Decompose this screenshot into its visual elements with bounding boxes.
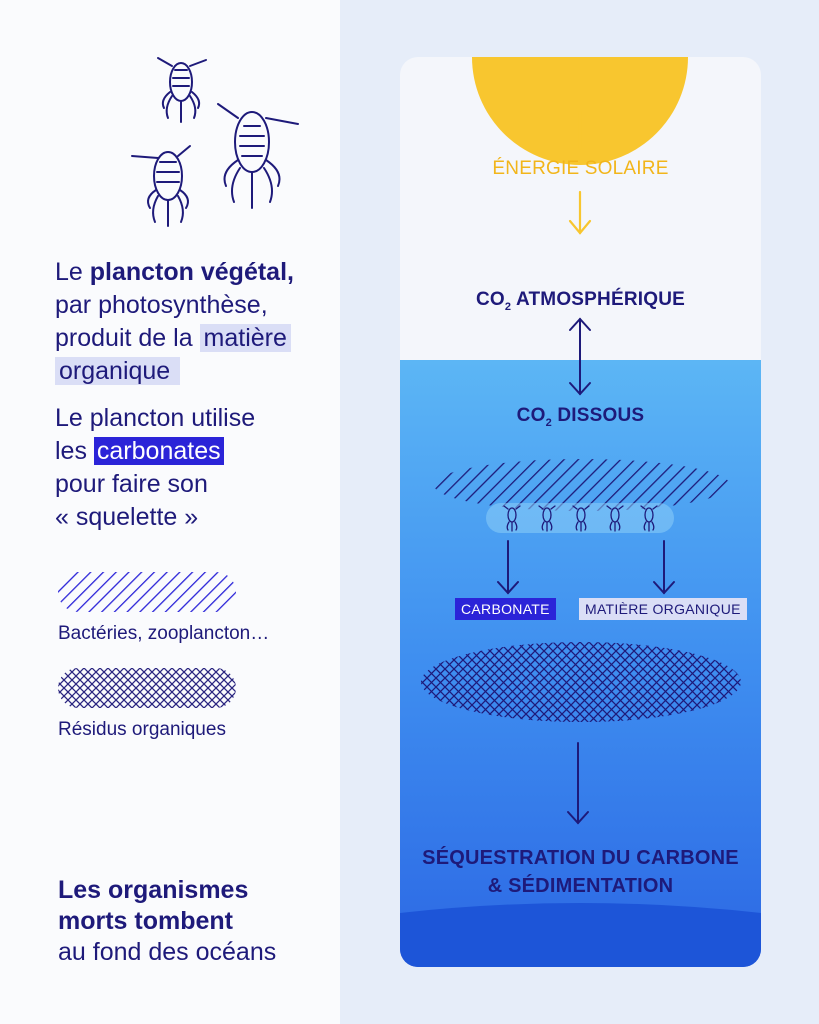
co2-atm-prefix: CO — [475, 289, 505, 310]
intro-highlight1: matière — [199, 324, 291, 352]
sea-floor — [400, 903, 761, 967]
co2-diss-subscript: 2 — [545, 416, 552, 429]
conclusion-bold2: morts tombent — [58, 907, 233, 935]
intro-line2: par photosynthèse, — [55, 291, 268, 319]
plankton-strip — [486, 503, 674, 533]
co2-diss-prefix: CO — [516, 405, 546, 426]
small-plankton-icon — [606, 505, 624, 532]
intro-paragraph: Le plancton végétal, par photosynthèse, … — [55, 256, 340, 388]
organic-arrow — [653, 540, 675, 595]
organic-matter-tag: MATIÈRE ORGANIQUE — [579, 598, 747, 620]
sequestration-arrow — [567, 742, 589, 825]
residue-crosshatch-zone — [421, 642, 741, 722]
legend-hatch-swatch — [58, 572, 236, 612]
plankton-icon — [131, 145, 191, 227]
small-plankton-icon — [538, 505, 556, 532]
plankton-icon — [157, 57, 207, 123]
co2-atm-suffix: ATMOSPHÉRIQUE — [511, 289, 686, 310]
co2-atmospheric-label: CO2 ATMOSPHÉRIQUE — [400, 289, 761, 313]
co2-diss-suffix: DISSOUS — [551, 405, 645, 426]
conclusion-line3: au fond des océans — [58, 938, 277, 966]
bacteria-hatch-zone — [434, 459, 730, 511]
small-plankton-icon — [640, 505, 658, 532]
carbonates-highlight: carbonates — [93, 437, 224, 465]
carbonates-line4: « squelette » — [55, 503, 199, 531]
exchange-arrow — [569, 317, 591, 396]
sequestration-line1: SÉQUESTRATION DU CARBONE — [422, 847, 739, 869]
legend-crosshatch-swatch — [58, 668, 236, 708]
carbonates-prefix: les — [55, 437, 94, 465]
solar-arrow — [568, 109, 592, 235]
left-column — [0, 0, 340, 1024]
carbonate-tag: CARBONATE — [455, 598, 556, 620]
carbonates-paragraph: Le plancton utilise les carbonates pour … — [55, 402, 340, 534]
co2-atm-subscript: 2 — [504, 300, 512, 313]
carbonates-line3: pour faire son — [55, 470, 208, 498]
legend-label-bacteria: Bactéries, zooplancton… — [58, 623, 270, 644]
intro-highlight2: organique — [55, 357, 181, 385]
carbon-cycle-panel: ÉNERGIE SOLAIRE CO2 ATMOSPHÉRIQUE CO2 DI… — [400, 57, 761, 967]
sequestration-label: SÉQUESTRATION DU CARBONE & SÉDIMENTATION — [400, 844, 761, 900]
intro-bold: plancton végétal, — [89, 258, 294, 286]
conclusion-paragraph: Les organismes morts tombent au fond des… — [58, 875, 338, 968]
panel-graphics — [400, 57, 761, 967]
legend-label-residues: Résidus organiques — [58, 719, 226, 740]
solar-energy-label: ÉNERGIE SOLAIRE — [492, 158, 669, 179]
plankton-icon — [217, 103, 299, 209]
small-plankton-icon — [503, 505, 521, 532]
intro-prefix: Le — [55, 258, 90, 286]
carbonates-line1: Le plancton utilise — [55, 404, 256, 432]
sequestration-line2: & SÉDIMENTATION — [487, 875, 674, 897]
small-plankton-icon — [572, 505, 590, 532]
conclusion-bold1: Les organismes — [58, 876, 249, 904]
intro-line3: produit de la — [55, 324, 200, 352]
co2-dissolved-label: CO2 DISSOUS — [400, 405, 761, 429]
carbonate-arrow — [497, 540, 519, 595]
